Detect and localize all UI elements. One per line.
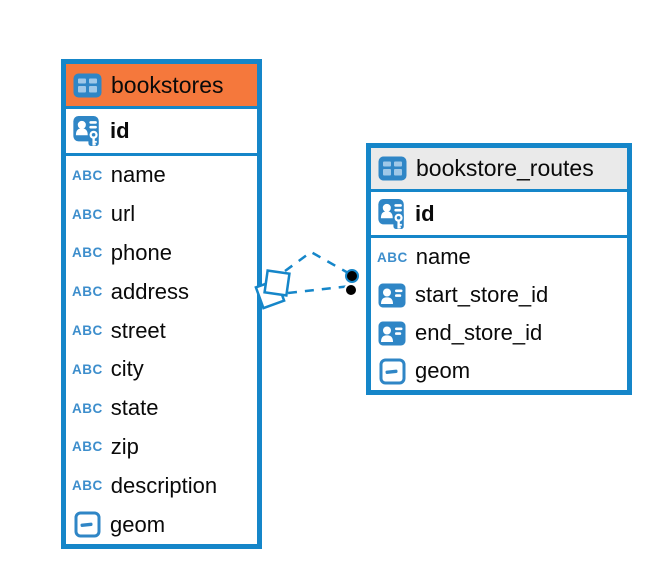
- text-icon: ABC: [72, 323, 103, 339]
- column-row-address[interactable]: ABC address: [66, 272, 257, 311]
- relationship-diamond-marker-front[interactable]: [263, 269, 291, 297]
- column-row-state[interactable]: ABC state: [66, 389, 257, 428]
- geometry-icon: [377, 358, 407, 385]
- column-name: city: [110, 356, 144, 382]
- primary-key-icon: [377, 198, 407, 230]
- column-name: start_store_id: [415, 282, 549, 307]
- column-row-zip[interactable]: ABC zip: [66, 428, 257, 467]
- column-row-end_store_id[interactable]: end_store_id: [371, 314, 627, 352]
- column-row-geom[interactable]: geom: [66, 505, 257, 544]
- column-name: street: [110, 317, 166, 343]
- reference-icon: [377, 283, 407, 308]
- primary-key-icon: [72, 115, 102, 147]
- relationship-line-start-store[interactable]: [284, 250, 351, 276]
- column-row-description[interactable]: ABC description: [66, 466, 257, 505]
- table-title: bookstore_routes: [416, 155, 594, 181]
- column-name: url: [110, 201, 136, 227]
- column-name: end_store_id: [415, 320, 543, 345]
- column-row-id[interactable]: id: [66, 109, 257, 153]
- text-icon: ABC: [72, 284, 103, 300]
- key-columns-section: id: [66, 109, 257, 156]
- column-name: state: [110, 395, 159, 421]
- table-title: bookstores: [111, 71, 224, 98]
- column-row-city[interactable]: ABC city: [66, 350, 257, 389]
- relationship-line-end-store[interactable]: [287, 284, 352, 295]
- column-name: geom: [415, 358, 471, 383]
- relationship-endpoint-dot-top[interactable]: [345, 269, 359, 283]
- column-name: name: [110, 162, 166, 188]
- table-bookstore-routes[interactable]: bookstore_routes id ABC name start_store_i…: [366, 143, 632, 395]
- table-header-bookstore-routes[interactable]: bookstore_routes: [371, 148, 627, 192]
- text-icon: ABC: [72, 167, 103, 183]
- relationship-endpoint-dot-bottom[interactable]: [344, 283, 358, 297]
- column-row-phone[interactable]: ABC phone: [66, 234, 257, 273]
- column-name: id: [415, 200, 435, 226]
- text-icon: ABC: [72, 439, 103, 455]
- column-row-name[interactable]: ABC name: [371, 238, 627, 276]
- text-icon: ABC: [72, 361, 103, 377]
- text-icon: ABC: [72, 206, 103, 222]
- text-icon: ABC: [72, 400, 103, 416]
- column-name: id: [110, 118, 130, 143]
- column-name: geom: [110, 511, 166, 537]
- column-row-url[interactable]: ABC url: [66, 195, 257, 234]
- column-name: phone: [110, 239, 172, 265]
- key-columns-section: id: [371, 192, 627, 238]
- geometry-icon: [72, 511, 102, 538]
- table-icon: [377, 156, 407, 181]
- reference-icon: [377, 321, 407, 346]
- column-row-id[interactable]: id: [371, 192, 627, 235]
- column-name: description: [110, 472, 218, 498]
- column-row-street[interactable]: ABC street: [66, 311, 257, 350]
- column-name: zip: [110, 433, 139, 459]
- column-row-geom[interactable]: geom: [371, 352, 627, 390]
- text-icon: ABC: [72, 245, 103, 261]
- table-icon: [72, 73, 102, 98]
- column-row-start_store_id[interactable]: start_store_id: [371, 276, 627, 314]
- text-icon: ABC: [377, 249, 408, 265]
- column-row-name[interactable]: ABC name: [66, 156, 257, 195]
- text-icon: ABC: [72, 478, 103, 494]
- column-name: name: [415, 244, 471, 269]
- column-name: address: [110, 278, 190, 304]
- table-header-bookstores[interactable]: bookstores: [66, 64, 257, 109]
